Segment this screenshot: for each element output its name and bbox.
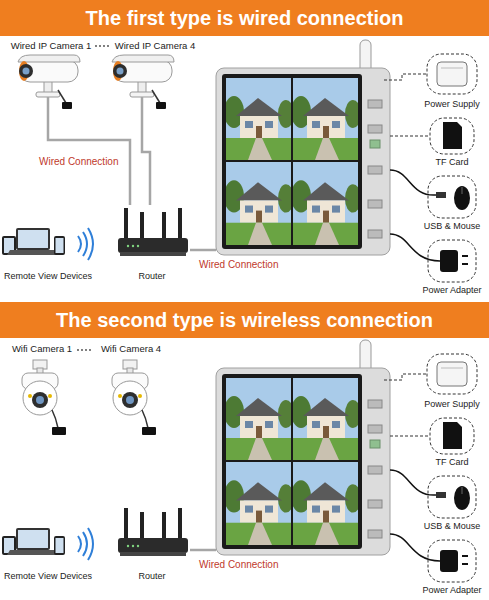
ellipsis-dots — [95, 45, 109, 47]
accessory-label: Power Adapter — [422, 585, 481, 596]
camera-label: Wired IP Camera 1 — [11, 40, 92, 51]
accessory-node: Power Adapter — [418, 536, 486, 596]
camera-node: Wired IP Camera 1 — [2, 40, 100, 100]
band-title: The first type is wired connection — [86, 6, 404, 30]
title-band: The second type is wireless connection — [0, 302, 489, 338]
system-illustration — [2, 40, 477, 282]
wireless-section-art — [2, 340, 477, 582]
accessory-node: Power Supply — [418, 50, 486, 110]
accessory-node: USB & Mouse — [418, 172, 486, 232]
remote-devices-node: Remote View Devices — [1, 224, 95, 282]
accessory-node: TF Card — [418, 114, 486, 168]
system-illustration — [2, 340, 477, 582]
camera-label: Wifi Camera 1 — [12, 343, 72, 354]
connection-label: Wired Connection — [38, 156, 119, 168]
accessory-label: USB & Mouse — [424, 221, 481, 232]
router-label: Router — [138, 571, 165, 582]
camera-node: Wired IP Camera 4 — [106, 40, 204, 100]
router-node: Router — [112, 505, 192, 582]
accessory-label: Power Adapter — [422, 285, 481, 296]
device-label: Remote View Devices — [4, 571, 92, 582]
camera-label: Wired IP Camera 4 — [115, 40, 196, 51]
cable-connector — [142, 100, 150, 205]
router-node: Router — [112, 205, 192, 282]
connection-label: Wired Connection — [198, 559, 279, 571]
accessory-label: USB & Mouse — [424, 521, 481, 532]
accessory-label: Power Supply — [424, 99, 480, 110]
accessory-label: Power Supply — [424, 399, 480, 410]
cable-connector — [48, 100, 130, 205]
connection-label: Wired Connection — [198, 259, 279, 271]
wired-section-art — [2, 40, 477, 282]
title-band: The first type is wired connection — [0, 0, 489, 36]
camera-node: Wifi Camera 4 — [90, 343, 172, 425]
ptz-camera — [22, 360, 66, 435]
accessory-label: TF Card — [435, 457, 468, 468]
remote-devices-node: Remote View Devices — [1, 524, 95, 582]
camera-node: Wifi Camera 1 — [2, 343, 82, 425]
accessory-node: USB & Mouse — [418, 472, 486, 532]
accessory-node: Power Supply — [418, 350, 486, 410]
accessory-node: TF Card — [418, 414, 486, 468]
ptz-camera — [112, 360, 156, 435]
camera-label: Wifi Camera 4 — [101, 343, 161, 354]
accessory-node: Power Adapter — [418, 236, 486, 296]
band-title: The second type is wireless connection — [56, 308, 433, 332]
ellipsis-dots — [77, 349, 91, 351]
device-label: Remote View Devices — [4, 271, 92, 282]
accessory-label: TF Card — [435, 157, 468, 168]
router-label: Router — [138, 271, 165, 282]
